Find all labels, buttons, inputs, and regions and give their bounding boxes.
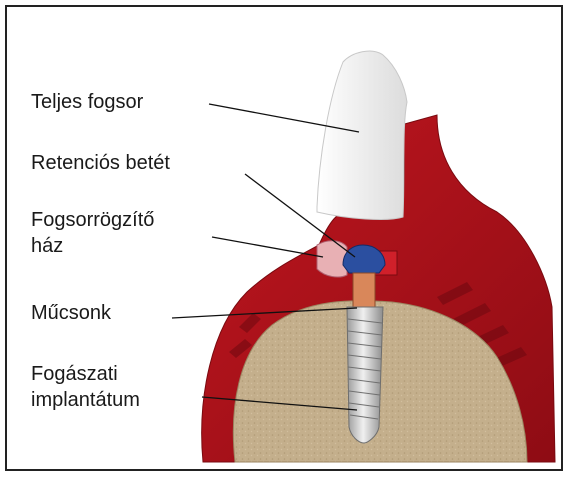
label-abutment: Műcsonk — [31, 300, 111, 326]
label-retention-insert: Retenciós betét — [31, 150, 170, 176]
label-housing-line2: ház — [31, 233, 154, 259]
label-implant-line2: implantátum — [31, 387, 140, 413]
label-housing-line1: Fogsorrögzítő — [31, 207, 154, 233]
abutment-shape — [353, 273, 375, 309]
leader-housing — [212, 237, 323, 257]
tooth-crown — [317, 51, 407, 219]
label-housing: Fogsorrögzítő ház — [31, 207, 154, 259]
label-implant: Fogászati implantátum — [31, 361, 140, 413]
label-implant-line1: Fogászati — [31, 361, 140, 387]
label-denture: Teljes fogsor — [31, 89, 143, 115]
housing-shape — [317, 241, 347, 277]
implant-body — [347, 307, 383, 443]
figure-frame: Teljes fogsor Retenciós betét Fogsorrögz… — [5, 5, 563, 471]
